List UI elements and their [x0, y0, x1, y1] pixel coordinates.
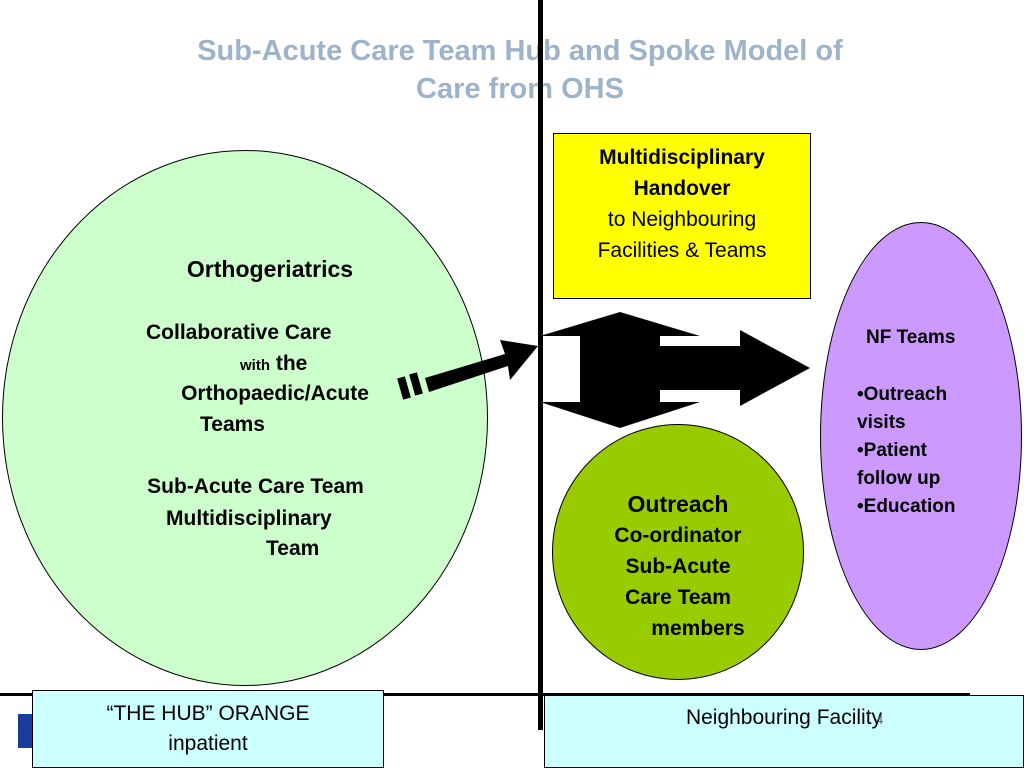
handover-line-1: Multidisciplinary — [599, 146, 765, 169]
outreach-line-1: Co-ordinator — [614, 524, 742, 547]
neighbouring-facility-label: Neighbouring Facility — [544, 695, 1024, 768]
logo-block — [18, 714, 32, 748]
handover-line-3: to Neighbouring — [607, 208, 757, 231]
horizontal-divider — [0, 693, 970, 696]
handover-box: Multidisciplinary Handover to Neighbouri… — [553, 133, 811, 299]
hub-collab-line-3: Orthopaedic/Acute — [181, 382, 369, 405]
handover-line-4: Facilities & Teams — [597, 239, 767, 262]
hub-heading: Orthogeriatrics — [186, 256, 354, 282]
outreach-title: Outreach — [627, 491, 729, 517]
double-vertical-arrow — [540, 312, 700, 428]
nf-item-1: •Outreach — [857, 384, 948, 405]
hub-to-handover-arrow — [397, 340, 538, 400]
hub-sact-line-2: Multidisciplinary — [166, 507, 332, 530]
hub-collab-line-2: with the — [240, 349, 360, 381]
slide-title: Sub-Acute Care Team Hub and Spoke Model … — [110, 32, 930, 108]
hub-label-box: “THE HUB” ORANGE inpatient — [32, 690, 384, 768]
hub-label-line-1: “THE HUB” ORANGE — [106, 702, 310, 725]
handover-line-2: Handover — [633, 177, 731, 200]
hub-collab-line-4: Teams — [200, 413, 265, 436]
nf-item-5: •Education — [857, 496, 956, 517]
hub-sact-line-1: Sub-Acute Care Team — [147, 475, 364, 498]
vertical-divider — [538, 0, 543, 730]
hub-label-line-2: inpatient — [168, 732, 248, 755]
nf-teams-ellipse — [820, 222, 1022, 650]
slide-number: 4 — [876, 712, 884, 727]
hub-collab-line-1: Collaborative Care — [146, 321, 332, 344]
outreach-line-2: Sub-Acute — [625, 555, 731, 578]
nf-teams-list: •Outreach visits •Patient follow up •Edu… — [857, 381, 1007, 521]
outreach-circle — [552, 424, 804, 680]
nf-item-2: visits — [857, 412, 906, 433]
hub-circle — [2, 150, 488, 686]
hub-sact-line-3: Team — [266, 537, 320, 560]
hub-with-word: with — [240, 357, 270, 374]
outreach-line-4: members — [651, 617, 745, 640]
title-line-2: Care from OHS — [416, 73, 624, 105]
hub-the-word: the — [275, 352, 308, 375]
arrow-to-nf-teams — [660, 330, 810, 406]
nf-teams-title: NF Teams — [866, 327, 956, 348]
nf-item-3: •Patient — [857, 440, 927, 461]
nf-item-4: follow up — [857, 468, 941, 489]
outreach-line-3: Care Team — [625, 586, 731, 609]
title-line-1: Sub-Acute Care Team Hub and Spoke Model … — [197, 35, 843, 67]
